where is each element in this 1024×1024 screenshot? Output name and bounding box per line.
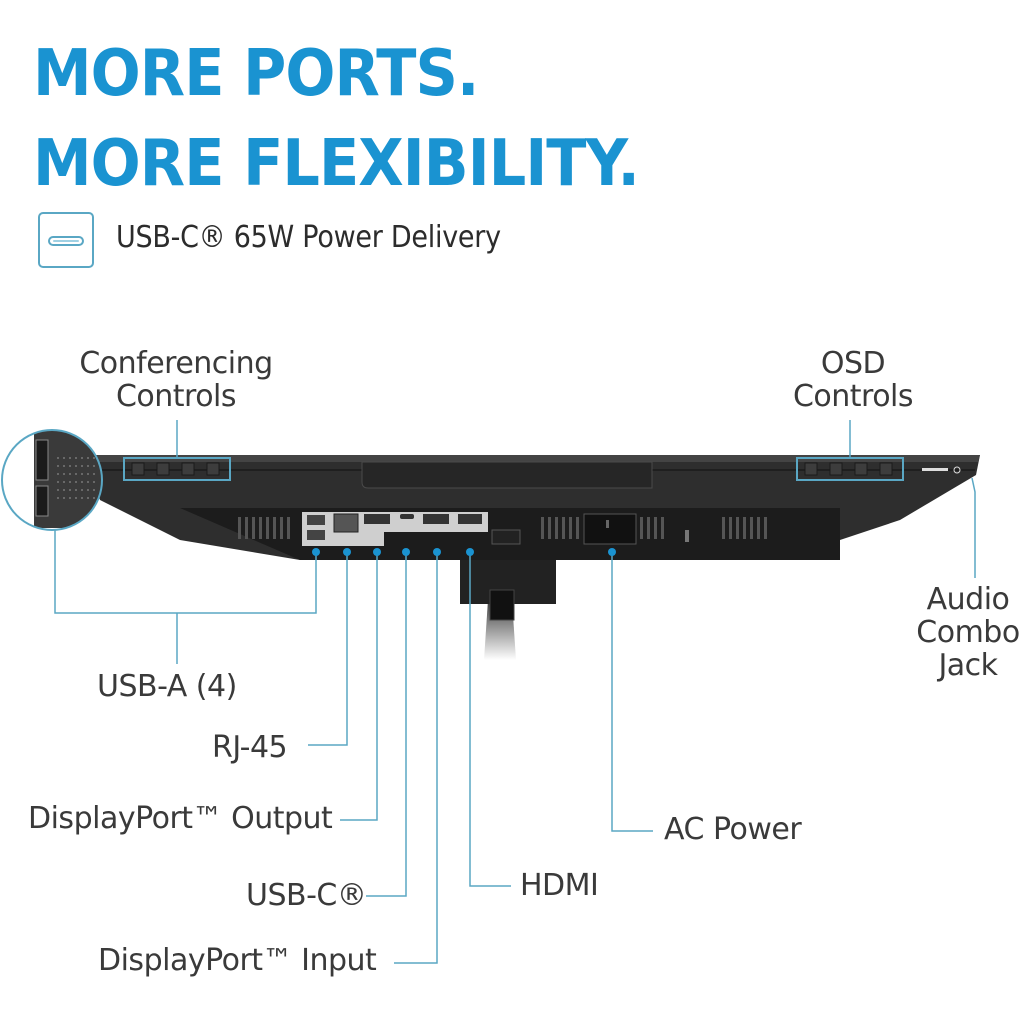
- monitor-body: [88, 455, 980, 560]
- feature-text: USB-C® 65W Power Delivery: [116, 220, 501, 255]
- label-hdmi: HDMI: [520, 868, 599, 903]
- label-ac-power: AC Power: [664, 812, 802, 847]
- usb-a-port-lower: [307, 530, 325, 540]
- rj45-port: [333, 513, 359, 533]
- hdmi-port: [458, 514, 482, 524]
- callout-lines: [54, 420, 976, 964]
- label-displayport-input: DisplayPort™ Input: [98, 943, 377, 978]
- usb-c-port-icon: [38, 212, 94, 268]
- displayport-in-port: [423, 514, 449, 524]
- label-displayport-output: DisplayPort™ Output: [28, 801, 333, 836]
- displayport-out-port: [364, 514, 390, 524]
- label-audio-combo-jack: Audio Combo Jack: [916, 582, 1020, 683]
- label-usb-a: USB-A (4): [97, 669, 237, 704]
- label-osd-controls: OSD Controls: [792, 346, 914, 414]
- usb-a-port-upper: [307, 515, 325, 525]
- label-rj45: RJ-45: [212, 730, 288, 765]
- usb-c-port: [400, 514, 414, 519]
- monitor-stand: [460, 560, 556, 660]
- usb-side-magnifier: [1, 429, 103, 531]
- ac-power-socket: [583, 513, 637, 545]
- label-conferencing-controls: Conferencing Controls: [79, 346, 273, 414]
- headline-line-2: MORE FLEXIBILITY.: [33, 127, 640, 201]
- headline-line-1: MORE PORTS.: [33, 37, 479, 111]
- label-usb-c: USB-C®: [246, 878, 367, 913]
- port-markers: [312, 548, 616, 556]
